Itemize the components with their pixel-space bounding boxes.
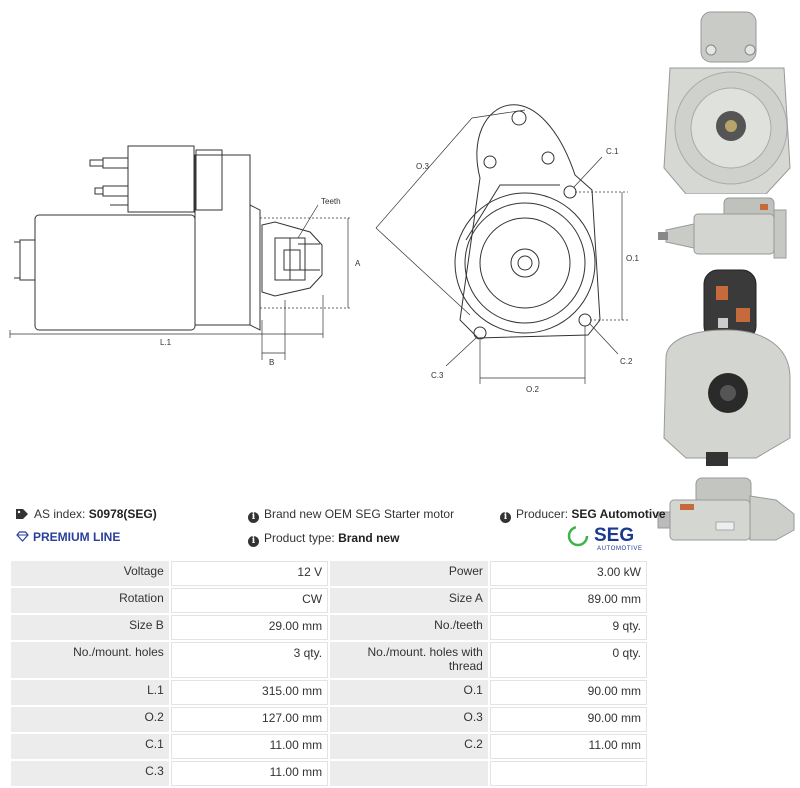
spec-label: C.3 (11, 761, 169, 786)
spec-value: 315.00 mm (170, 680, 329, 705)
spec-label: Size A (330, 588, 488, 613)
table-row: C.3 11.00 mm (11, 761, 647, 786)
diamond-icon (16, 531, 29, 542)
spec-label-empty (330, 761, 488, 786)
tag-icon (16, 509, 28, 519)
spec-label: C.2 (330, 734, 488, 759)
spec-label: Power (330, 561, 488, 586)
spec-label: No./mount. holes (11, 642, 169, 678)
dim-l1-label: L.1 (160, 338, 172, 347)
table-row: L.1 315.00 mm O.1 90.00 mm (11, 680, 647, 705)
producer-label: Producer: (516, 507, 569, 521)
dim-teeth-label: Teeth (321, 197, 341, 206)
info-icon: i (500, 512, 511, 523)
table-row: Rotation CW Size A 89.00 mm (11, 588, 647, 613)
hole-c1 (563, 185, 577, 199)
dim-o2-label: O.2 (526, 385, 539, 394)
spec-value: 90.00 mm (489, 680, 647, 705)
spec-value: 11.00 mm (489, 734, 647, 759)
spec-value: 3.00 kW (489, 561, 647, 586)
spec-value: 0 qty. (489, 642, 647, 678)
dim-c3-label: C.3 (431, 371, 444, 380)
spec-value: 127.00 mm (170, 707, 329, 732)
producer-value: SEG Automotive (571, 507, 666, 521)
product-photo-front[interactable] (656, 8, 798, 194)
spec-label: O.3 (330, 707, 488, 732)
hole-c3 (473, 326, 487, 340)
dim-b-label: B (269, 358, 274, 367)
motor-body (34, 214, 196, 331)
spec-value: 29.00 mm (170, 615, 329, 640)
product-type: i Product type: Brand new (248, 531, 399, 547)
table-row: O.2 127.00 mm O.3 90.00 mm (11, 707, 647, 732)
spec-value: 11.00 mm (170, 761, 329, 786)
product-photo-rear[interactable] (656, 268, 798, 468)
logo-name: SEG (594, 525, 634, 546)
solenoid-body (127, 145, 195, 213)
product-type-label: Product type: (264, 531, 335, 545)
table-row: Voltage 12 V Power 3.00 kW (11, 561, 647, 586)
spec-label: O.2 (11, 707, 169, 732)
as-index-value: S0978(SEG) (88, 507, 157, 521)
spec-value: 90.00 mm (489, 707, 647, 732)
hole-c2 (578, 313, 592, 327)
pinion (261, 221, 323, 297)
product-photo-side[interactable] (656, 196, 798, 262)
technical-drawing: Teeth A B L.1 O.3 C.1 O.1 (9, 104, 639, 394)
table-row: No./mount. holes 3 qty. No./mount. holes… (11, 642, 647, 678)
spec-label: O.1 (330, 680, 488, 705)
info-icon: i (248, 512, 259, 523)
premium-line-label: PREMIUM LINE (33, 530, 121, 544)
specs-table: Voltage 12 V Power 3.00 kW Rotation CW S… (9, 559, 649, 788)
dim-o3-label: O.3 (416, 162, 429, 171)
spec-value: 11.00 mm (170, 734, 329, 759)
as-index-label: AS index: (34, 507, 86, 521)
spec-label: Size B (11, 615, 169, 640)
spec-label-line1: No./mount. holes with (367, 645, 483, 659)
product-type-value: Brand new (338, 531, 400, 545)
spec-label: L.1 (11, 680, 169, 705)
info-icon: i (248, 536, 259, 547)
dim-o1-label: O.1 (626, 254, 639, 263)
spec-value-empty (489, 761, 647, 786)
logo-sub: AUTOMOTIVE (597, 546, 643, 552)
spec-label-line2: thread (448, 659, 483, 673)
dim-c2-label: C.2 (620, 357, 633, 366)
spec-label: C.1 (11, 734, 169, 759)
spec-value: 89.00 mm (489, 588, 647, 613)
table-row: C.1 11.00 mm C.2 11.00 mm (11, 734, 647, 759)
description: i Brand new OEM SEG Starter motor (248, 507, 454, 523)
description-text: Brand new OEM SEG Starter motor (264, 507, 455, 521)
table-row: Size B 29.00 mm No./teeth 9 qty. (11, 615, 647, 640)
mounting-flange (459, 104, 601, 339)
spec-value: 12 V (170, 561, 329, 586)
spec-value: 9 qty. (489, 615, 647, 640)
seg-logo: SEG AUTOMOTIVE (566, 521, 650, 558)
spec-label: Voltage (11, 561, 169, 586)
product-photo-angle[interactable] (656, 474, 798, 552)
spec-value: CW (170, 588, 329, 613)
spec-label: No./teeth (330, 615, 488, 640)
dim-a-label: A (355, 259, 361, 268)
front-circle-outer (454, 192, 596, 334)
as-index: AS index: S0978(SEG) (16, 507, 157, 521)
spec-value: 3 qty. (170, 642, 329, 678)
dim-c1-label: C.1 (606, 147, 619, 156)
producer: i Producer: SEG Automotive (500, 507, 666, 523)
spec-label: Rotation (11, 588, 169, 613)
premium-line-badge: PREMIUM LINE (16, 530, 120, 544)
